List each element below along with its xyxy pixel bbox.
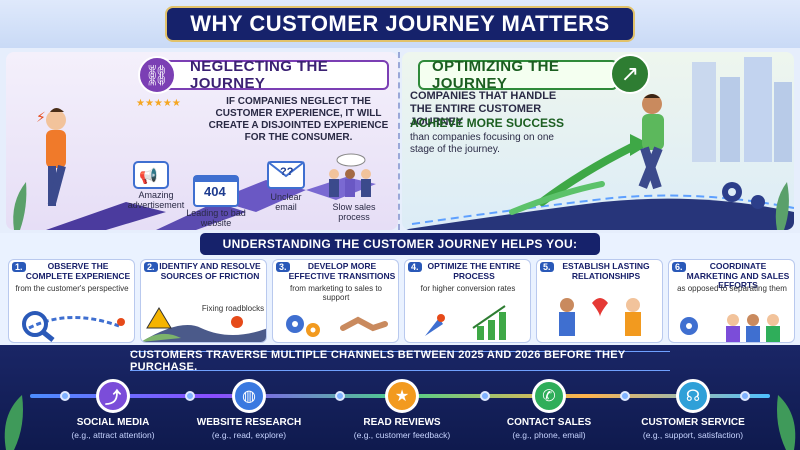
- svg-text:📢: 📢: [139, 167, 158, 185]
- channel-label-website-research: WEBSITE RESEARCH: [196, 417, 302, 428]
- broken-link-icon: ⛓: [138, 56, 176, 94]
- card-number: 2.: [144, 262, 158, 272]
- benefit-card-6: 6. COORDINATE MARKETING AND SALES EFFORT…: [668, 259, 795, 343]
- track-dot: [335, 391, 345, 401]
- magnifier-path-icon: [22, 311, 125, 342]
- svg-text:⚡: ⚡: [36, 110, 46, 126]
- roadblock-icon: [141, 307, 266, 342]
- channel-label-contact-sales: CONTACT SALES: [506, 417, 592, 428]
- benefit-card-1: 1. OBSERVE THE COMPLETE EXPERIENCE from …: [8, 259, 135, 343]
- understanding-section: UNDERSTANDING THE CUSTOMER JOURNEY HELPS…: [0, 233, 800, 345]
- caption-unclear-email: Unclear email: [270, 192, 302, 212]
- title-bar: WHY CUSTOMER JOURNEY MATTERS: [0, 0, 800, 48]
- card-subtitle: Fixing roadblocks: [201, 304, 265, 313]
- caption-slow-sales: Slow sales process: [332, 202, 376, 222]
- track-dot: [185, 391, 195, 401]
- leaf-decoration-right: [777, 395, 796, 450]
- card-subtitle: as opposed to separating them: [677, 284, 787, 293]
- channels-section: CUSTOMERS TRAVERSE MULTIPLE CHANNELS BET…: [0, 345, 800, 450]
- growth-arrow-icon: ↗: [610, 54, 650, 94]
- optimizing-line3: than companies focusing on one stage of …: [410, 132, 554, 155]
- channel-sub-social-media: (e.g., attract attention): [71, 430, 155, 440]
- error-404-label: 404: [204, 184, 226, 199]
- optimizing-panel: OPTIMIZING THE JOURNEY ↗ COMPANIES THAT …: [402, 52, 794, 230]
- neglecting-heading: NEGLECTING THE JOURNEY: [144, 58, 389, 92]
- panel-divider: [398, 52, 402, 230]
- card-number: 6.: [672, 262, 686, 272]
- team-gears-icon: [680, 314, 780, 342]
- leaf-decoration-left: [4, 395, 23, 450]
- card-title: ESTABLISH LASTING RELATIONSHIPS: [562, 261, 650, 281]
- caption-advertisement: Amazing advertisement: [127, 190, 185, 210]
- benefit-card-4: 4. OPTIMIZE THE ENTIRE PROCESS for highe…: [404, 259, 531, 343]
- email-question-label: ??: [280, 166, 294, 178]
- top-section: ⚡ 📢 NEGLECTING THE JOURNEY ⛓ IF COMPANIE…: [0, 48, 800, 233]
- phone-icon: ✆: [532, 379, 566, 413]
- card-number: 3.: [276, 262, 290, 272]
- channel-sub-website-research: (e.g., read, explore): [211, 430, 287, 440]
- card-number: 1.: [12, 262, 26, 272]
- star-icon: ★: [385, 379, 419, 413]
- understanding-banner: UNDERSTANDING THE CUSTOMER JOURNEY HELPS…: [200, 233, 600, 255]
- channel-label-read-reviews: READ REVIEWS: [363, 417, 441, 428]
- caption-bad-website: Leading to bad website: [186, 208, 246, 228]
- channels-banner: CUSTOMERS TRAVERSE MULTIPLE CHANNELS BET…: [130, 349, 670, 373]
- page-title: WHY CUSTOMER JOURNEY MATTERS: [165, 6, 635, 42]
- card-subtitle: for higher conversion rates: [420, 284, 516, 293]
- optimizing-heading: OPTIMIZING THE JOURNEY: [418, 58, 618, 92]
- rating-stars: ★★★★★: [136, 98, 181, 109]
- track-dot: [740, 391, 750, 401]
- card-title: OBSERVE THE COMPLETE EXPERIENCE: [25, 261, 131, 281]
- neglecting-illustration: ⚡ 📢: [13, 108, 376, 230]
- channel-sub-customer-service: (e.g., support, satisfaction): [642, 430, 744, 440]
- channel-label-social-media: SOCIAL MEDIA: [76, 417, 150, 428]
- rocket-chart-icon: [425, 305, 506, 340]
- headset-icon: ☊: [676, 379, 710, 413]
- card-title: OPTIMIZE THE ENTIRE PROCESS: [427, 261, 521, 281]
- card-subtitle: from the customer's perspective: [15, 284, 129, 293]
- track-dot: [60, 391, 70, 401]
- neglecting-panel: ⚡ 📢 NEGLECTING THE JOURNEY ⛓ IF COMPANIE…: [6, 52, 398, 230]
- benefit-card-2: 2. IDENTIFY AND RESOLVE SOURCES OF FRICT…: [140, 259, 267, 343]
- globe-icon: ◍: [232, 379, 266, 413]
- track-dot: [480, 391, 490, 401]
- card-title: DEVELOP MORE EFFECTIVE TRANSITIONS: [288, 261, 396, 281]
- optimizing-illustration: [402, 57, 794, 230]
- channel-sub-read-reviews: (e.g., customer feedback): [353, 430, 451, 440]
- card-subtitle: from marketing to sales to support: [289, 284, 383, 302]
- card-number: 5.: [540, 262, 554, 272]
- benefit-card-3: 3. DEVELOP MORE EFFECTIVE TRANSITIONS fr…: [272, 259, 399, 343]
- gears-handshake-icon: [286, 315, 388, 337]
- card-number: 4.: [408, 262, 422, 272]
- handshake-heart-icon: [559, 298, 641, 336]
- optimizing-line1: COMPANIES THAT HANDLE THE ENTIRE CUSTOME…: [410, 90, 557, 128]
- track-dot: [620, 391, 630, 401]
- benefit-card-5: 5. ESTABLISH LASTING RELATIONSHIPS: [536, 259, 663, 343]
- optimizing-line2: ACHIEVE MORE SUCCESS: [410, 116, 565, 130]
- channel-label-customer-service: CUSTOMER SERVICE: [641, 417, 745, 428]
- share-icon: ⤴: [96, 379, 130, 413]
- channel-sub-contact-sales: (e.g., phone, email): [512, 430, 586, 440]
- neglecting-description: IF COMPANIES NEGLECT THE CUSTOMER EXPERI…: [208, 96, 389, 143]
- card-title: IDENTIFY AND RESOLVE SOURCES OF FRICTION: [159, 261, 261, 281]
- card-title: COORDINATE MARKETING AND SALES EFFORTS: [686, 261, 790, 290]
